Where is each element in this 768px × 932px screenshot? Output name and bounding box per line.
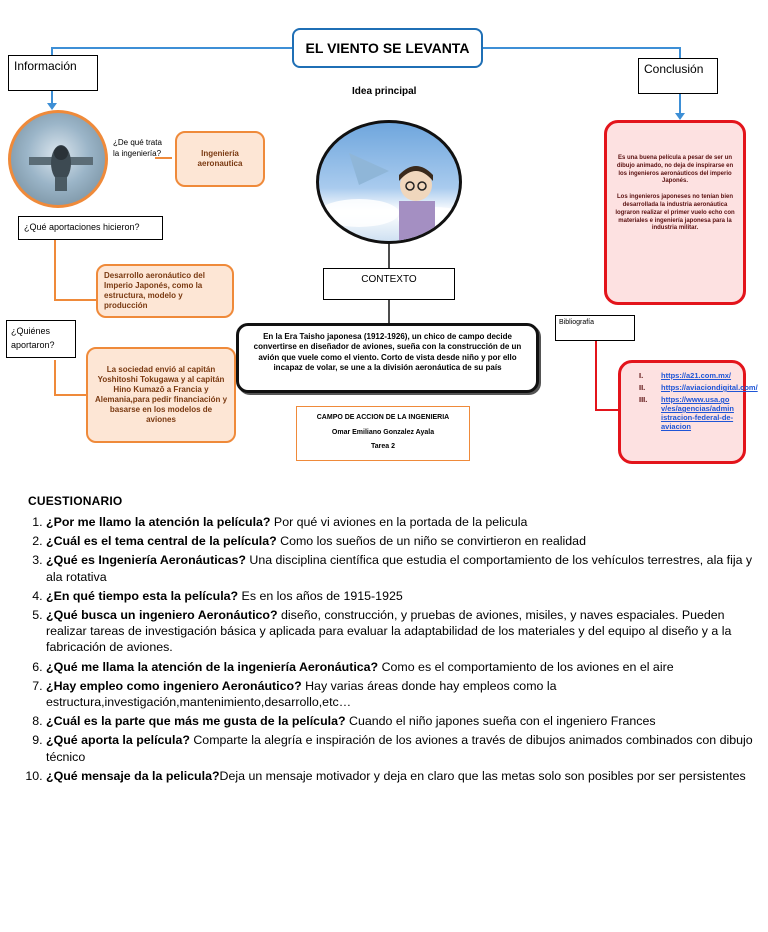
question-text: ¿Qué aporta la película? bbox=[46, 733, 190, 747]
conclusion-label-box: Conclusión bbox=[638, 58, 718, 94]
bibliography-box: I. https://a21.com.mx/ II. https://aviac… bbox=[618, 360, 746, 464]
questionnaire-list: ¿Por me llamo la atención la película? P… bbox=[18, 514, 768, 787]
question-text: ¿Por me llamo la atención la película? bbox=[46, 515, 270, 529]
bibliography-label-box: Bibliografía bbox=[555, 315, 635, 341]
answer-text: Deja un mensaje motivador y deja en clar… bbox=[220, 769, 746, 783]
question-text: ¿En qué tiempo esta la película? bbox=[46, 589, 238, 603]
answer-text: Cuando el niño japones sueña con el inge… bbox=[346, 714, 656, 728]
question-text: ¿Qué es Ingeniería Aeronáuticas? bbox=[46, 553, 246, 567]
bibliography-list: I. https://a21.com.mx/ II. https://aviac… bbox=[639, 371, 735, 431]
bib-item: I. https://a21.com.mx/ bbox=[639, 371, 735, 380]
questionnaire-title: CUESTIONARIO bbox=[28, 494, 122, 508]
bib-link[interactable]: https://a21.com.mx/ bbox=[661, 371, 731, 380]
question-text: ¿Cuál es el tema central de la película? bbox=[46, 534, 277, 548]
campo-accion-box: CAMPO DE ACCION DE LA INGENIERIA Omar Em… bbox=[296, 406, 470, 461]
answer-contrib-box: Desarrollo aeronáutico del Imperio Japon… bbox=[96, 264, 234, 318]
question-contrib-box: ¿Qué aportaciones hicieron? bbox=[18, 216, 163, 240]
campo-task: Tarea 2 bbox=[301, 440, 465, 455]
question-who-box: ¿Quiénes aportaron? bbox=[6, 320, 76, 358]
info-label-box: Información bbox=[8, 55, 98, 91]
question-item: ¿Cuál es el tema central de la película?… bbox=[46, 533, 768, 549]
question-text: ¿Qué busca un ingeniero Aeronáutico? bbox=[46, 608, 278, 622]
conclusion-box: Es una buena película a pesar de ser un … bbox=[604, 120, 746, 305]
question-text: ¿Cuál es la parte que más me gusta de la… bbox=[46, 714, 346, 728]
answer-what-box: Ingeniería aeronautica bbox=[175, 131, 265, 187]
context-text-box: En la Era Taisho japonesa (1912-1926), u… bbox=[236, 323, 539, 393]
question-what-text: ¿De qué trata la ingeniería? bbox=[113, 138, 169, 160]
bib-item: II. https://aviaciondigital.com/ bbox=[639, 383, 735, 392]
question-item: ¿Cuál es la parte que más me gusta de la… bbox=[46, 713, 768, 729]
bib-number: I. bbox=[639, 371, 661, 380]
answer-who-box: La sociedad envió al capitán Yoshitoshi … bbox=[86, 347, 236, 443]
question-text: ¿Hay empleo como ingeniero Aeronáutico? bbox=[46, 679, 302, 693]
context-label-box: CONTEXTO bbox=[323, 268, 455, 300]
bib-link[interactable]: https://aviaciondigital.com/ bbox=[661, 383, 758, 392]
question-text: ¿Qué me llama la atención de la ingenier… bbox=[46, 660, 378, 674]
aircraft-image bbox=[8, 110, 108, 208]
question-item: ¿Hay empleo como ingeniero Aeronáutico? … bbox=[46, 678, 768, 710]
bib-number: II. bbox=[639, 383, 661, 392]
question-item: ¿En qué tiempo esta la película? Es en l… bbox=[46, 588, 768, 604]
character-illustration-icon bbox=[319, 123, 462, 244]
bib-item: III. https://www.usa.gov/es/agencias/adm… bbox=[639, 395, 735, 431]
conclusion-paragraph-2: Los ingenieros japoneses no tenían bien … bbox=[615, 194, 735, 233]
map-title: EL VIENTO SE LEVANTA bbox=[292, 28, 483, 68]
main-character-image bbox=[316, 120, 462, 244]
answer-text: Es en los años de 1915-1925 bbox=[238, 589, 403, 603]
question-item: ¿Qué es Ingeniería Aeronáuticas? Una dis… bbox=[46, 552, 768, 584]
question-item: ¿Qué busca un ingeniero Aeronáutico? dis… bbox=[46, 607, 768, 656]
question-item: ¿Qué mensaje da la pelicula?Deja un mens… bbox=[46, 768, 768, 784]
answer-text: Como es el comportamiento de los aviones… bbox=[378, 660, 673, 674]
campo-author-name: Omar Emiliano Gonzalez Ayala bbox=[301, 426, 465, 441]
question-item: ¿Por me llamo la atención la película? P… bbox=[46, 514, 768, 530]
answer-text: Por qué vi aviones en la portada de la p… bbox=[270, 515, 527, 529]
question-item: ¿Qué aporta la película? Comparte la ale… bbox=[46, 732, 768, 764]
bib-number: III. bbox=[639, 395, 661, 431]
idea-principal-label: Idea principal bbox=[352, 86, 416, 97]
question-item: ¿Qué me llama la atención de la ingenier… bbox=[46, 659, 768, 675]
answer-text: Como los sueños de un niño se convirtier… bbox=[277, 534, 586, 548]
bib-link[interactable]: https://www.usa.gov/es/agencias/administ… bbox=[661, 395, 735, 431]
conclusion-paragraph-1: Es una buena película a pesar de ser un … bbox=[615, 155, 735, 186]
question-text: ¿Qué mensaje da la pelicula? bbox=[46, 769, 220, 783]
campo-title: CAMPO DE ACCION DE LA INGENIERIA bbox=[301, 411, 465, 426]
